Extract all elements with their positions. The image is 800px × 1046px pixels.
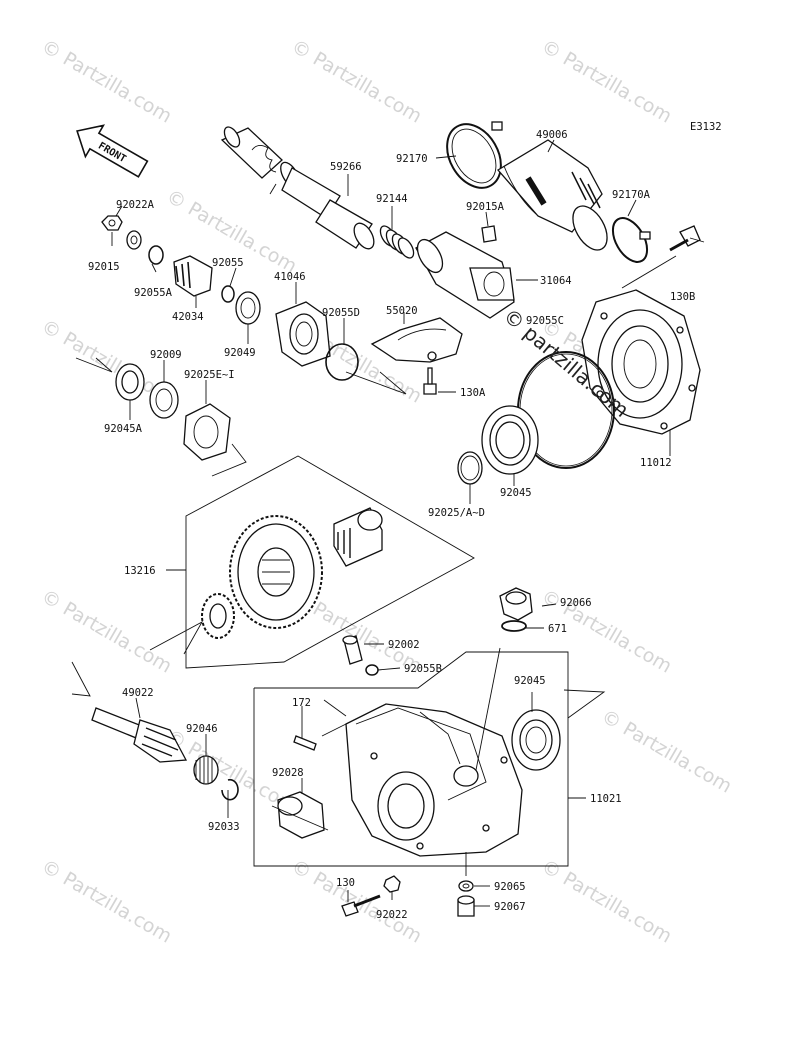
label-92049: 92049 xyxy=(224,347,256,359)
label-49006: 49006 xyxy=(536,129,568,141)
leader-lines xyxy=(71,139,705,907)
label-130A: 130A xyxy=(460,387,486,399)
pinion-49022 xyxy=(91,707,325,839)
watermark: © Partzilla.com xyxy=(38,35,176,127)
watermark: © Partzilla.com xyxy=(538,855,676,947)
label-49022: 49022 xyxy=(122,687,154,699)
label-92046: 92046 xyxy=(186,723,218,735)
label-92025EI: 92025E~I xyxy=(184,369,235,381)
label-92033: 92033 xyxy=(208,821,240,833)
watermark: © Partzilla.com xyxy=(38,855,176,947)
label-42034: 42034 xyxy=(172,311,204,323)
label-92022: 92022 xyxy=(376,909,408,921)
label-671: 671 xyxy=(548,623,567,635)
front-arrow: FRONT xyxy=(76,124,149,178)
watermark: © Partzilla.com xyxy=(288,35,426,127)
watermark: © Partzilla.com xyxy=(288,855,426,947)
label-92055C: 92055C xyxy=(526,315,564,327)
label-92045-lower: 92045 xyxy=(514,675,546,687)
gearset-13216 xyxy=(185,455,475,669)
label-11012: 11012 xyxy=(640,457,672,469)
label-92055A: 92055A xyxy=(134,287,173,299)
label-41046: 41046 xyxy=(274,271,306,283)
label-92055D: 92055D xyxy=(322,307,360,319)
label-172: 172 xyxy=(292,697,311,709)
label-130: 130 xyxy=(336,877,355,889)
label-13216: 13216 xyxy=(124,565,156,577)
label-92015: 92015 xyxy=(88,261,120,273)
watermark: © Partzilla.com xyxy=(598,705,736,797)
case-11021 xyxy=(341,587,561,917)
label-92009: 92009 xyxy=(150,349,182,361)
watermark: © Partzilla.com xyxy=(538,35,676,127)
part-labels: 49006 92170 59266 92144 92015A 92170A 31… xyxy=(88,129,695,921)
label-92045A: 92045A xyxy=(104,423,143,435)
label-92055: 92055 xyxy=(212,257,244,269)
label-31064: 31064 xyxy=(540,275,572,287)
label-92055B: 92055B xyxy=(404,663,442,675)
label-92066: 92066 xyxy=(560,597,592,609)
label-92065: 92065 xyxy=(494,881,526,893)
bearing-92045-upper xyxy=(457,405,539,485)
label-59266: 59266 xyxy=(330,161,362,173)
label-92002: 92002 xyxy=(388,639,420,651)
label-92045-upper: 92045 xyxy=(500,487,532,499)
label-92170A: 92170A xyxy=(612,189,651,201)
label-92067: 92067 xyxy=(494,901,526,913)
label-92028: 92028 xyxy=(272,767,304,779)
label-11021: 11021 xyxy=(590,793,622,805)
label-92025AD: 92025/A~D xyxy=(428,507,485,519)
label-92015A: 92015A xyxy=(466,201,505,213)
label-92022A: 92022A xyxy=(116,199,155,211)
diagram-code: E3132 xyxy=(690,121,722,133)
left-small-parts xyxy=(101,215,359,461)
driveshaft-assembly xyxy=(220,121,701,395)
watermark: © Partzilla.com xyxy=(38,585,176,677)
label-55020: 55020 xyxy=(386,305,418,317)
label-92144: 92144 xyxy=(376,193,408,205)
label-130B: 130B xyxy=(670,291,695,303)
spring-92144 xyxy=(379,225,415,259)
label-92170: 92170 xyxy=(396,153,428,165)
